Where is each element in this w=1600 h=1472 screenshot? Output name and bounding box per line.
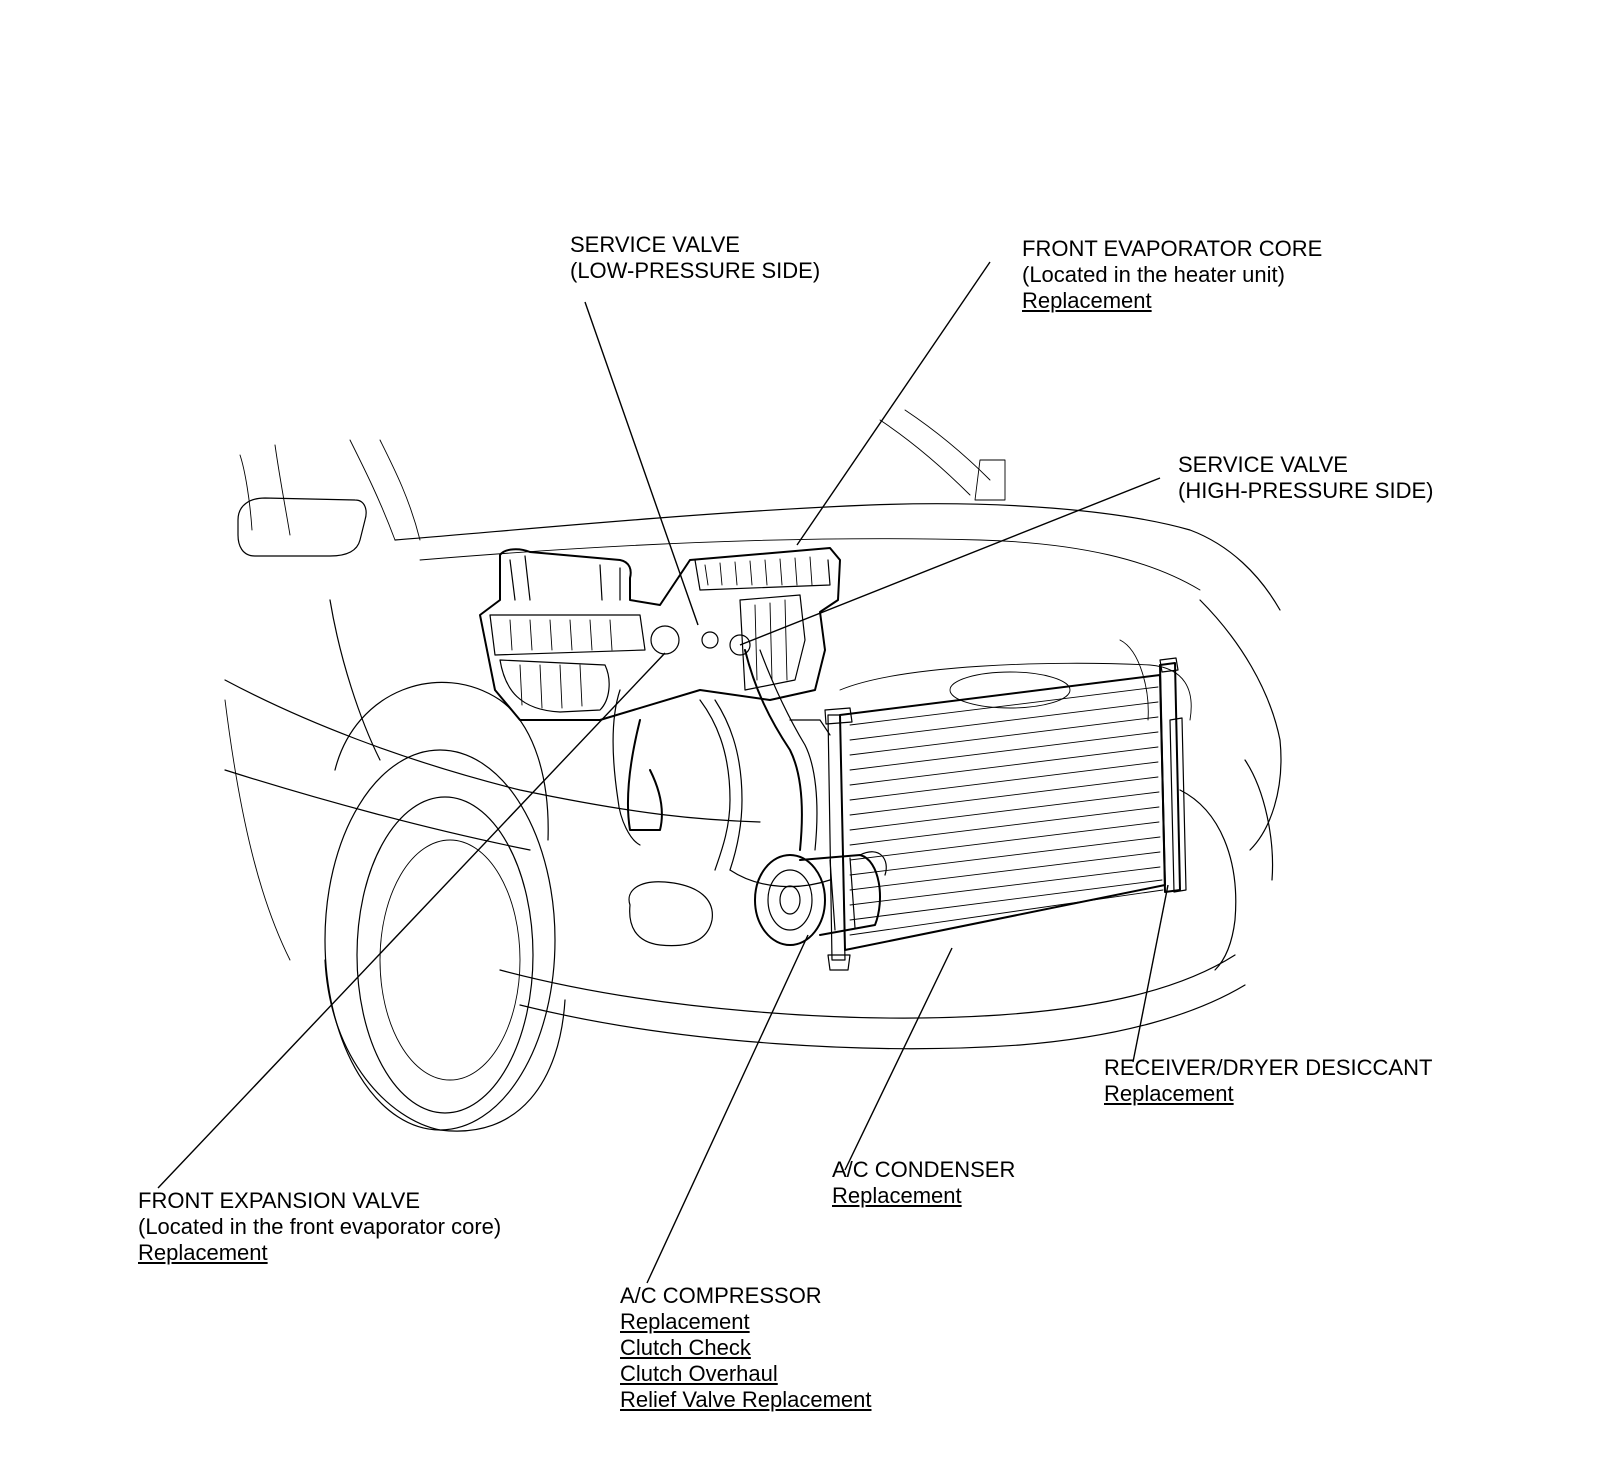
replacement-link[interactable]: Replacement xyxy=(620,1309,750,1334)
callout-subtitle: (Located in the heater unit) xyxy=(1022,262,1285,287)
callout-ac-compressor: A/C COMPRESSOR Replacement Clutch Check … xyxy=(620,1283,872,1413)
replacement-link[interactable]: Replacement xyxy=(1104,1081,1234,1106)
replacement-link[interactable]: Replacement xyxy=(832,1183,962,1208)
vehicle-outline xyxy=(224,409,1282,1132)
callout-title: SERVICE VALVE xyxy=(570,232,740,257)
replacement-link[interactable]: Replacement xyxy=(138,1240,268,1265)
refrigerant-lines xyxy=(612,649,831,888)
callout-front-evaporator-core: FRONT EVAPORATOR CORE (Located in the he… xyxy=(1022,236,1322,314)
callout-subtitle: (Located in the front evaporator core) xyxy=(138,1214,502,1239)
callout-subtitle: (HIGH-PRESSURE SIDE) xyxy=(1178,478,1434,503)
callout-title: A/C COMPRESSOR xyxy=(620,1283,822,1308)
callout-title: A/C CONDENSER xyxy=(832,1157,1016,1182)
callout-front-expansion-valve: FRONT EXPANSION VALVE (Located in the fr… xyxy=(138,1188,501,1266)
callout-service-valve-high: SERVICE VALVE (HIGH-PRESSURE SIDE) xyxy=(1178,452,1433,504)
heater-unit xyxy=(479,547,841,721)
callout-service-valve-low: SERVICE VALVE (LOW-PRESSURE SIDE) xyxy=(570,232,820,284)
replacement-link[interactable]: Replacement xyxy=(1022,288,1152,313)
clutch-check-link[interactable]: Clutch Check xyxy=(620,1335,751,1360)
callout-title: FRONT EVAPORATOR CORE xyxy=(1022,236,1323,261)
leader-lines xyxy=(157,261,1169,1284)
callout-receiver-dryer: RECEIVER/DRYER DESICCANT Replacement xyxy=(1104,1055,1432,1107)
callout-title: SERVICE VALVE xyxy=(1178,452,1348,477)
callout-subtitle: (LOW-PRESSURE SIDE) xyxy=(570,258,821,283)
relief-valve-replacement-link[interactable]: Relief Valve Replacement xyxy=(620,1387,872,1412)
ac-compressor xyxy=(754,851,887,946)
ac-condenser xyxy=(824,657,1187,971)
callout-ac-condenser: A/C CONDENSER Replacement xyxy=(832,1157,1015,1209)
callout-title: RECEIVER/DRYER DESICCANT xyxy=(1104,1055,1433,1080)
callout-title: FRONT EXPANSION VALVE xyxy=(138,1188,420,1213)
clutch-overhaul-link[interactable]: Clutch Overhaul xyxy=(620,1361,778,1386)
